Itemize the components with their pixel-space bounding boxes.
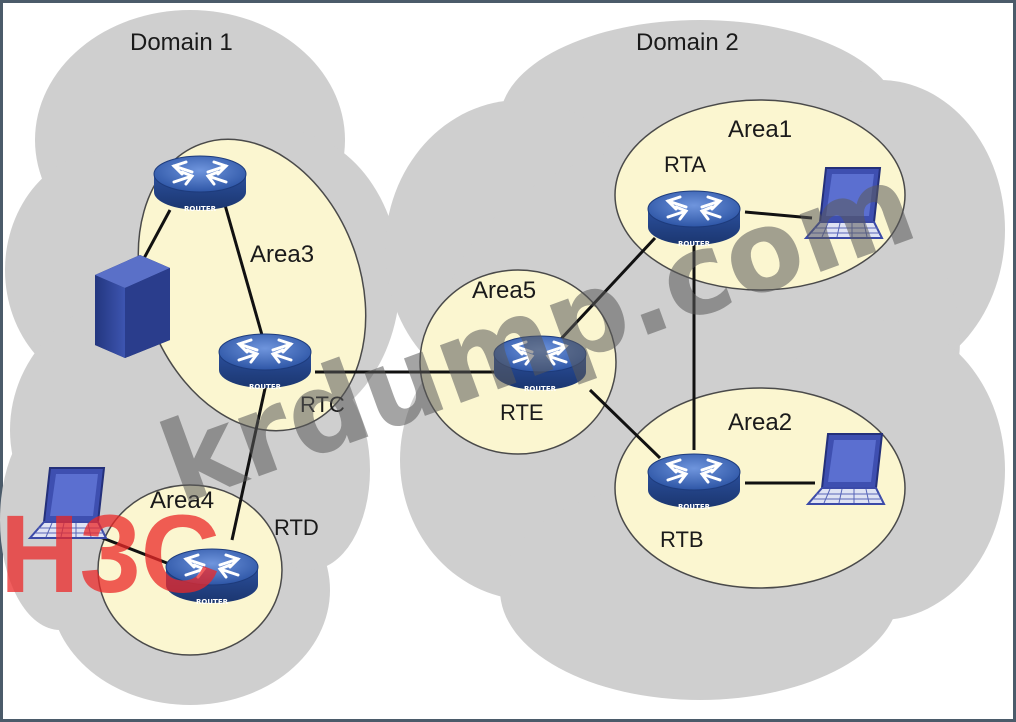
brand-watermark: H3C: [0, 493, 220, 616]
router-icon-rtb[interactable]: ROUTER: [646, 452, 742, 511]
svg-text:ROUTER: ROUTER: [249, 383, 282, 391]
link-router-rtc: [223, 204, 264, 336]
area4-label: Area4: [150, 487, 214, 514]
area3-label: Area3: [250, 241, 314, 268]
rta-label: RTA: [664, 152, 706, 177]
rte-label: RTE: [500, 400, 544, 425]
link-rte-rta: [558, 236, 657, 342]
rtd-label: RTD: [274, 515, 319, 540]
router-icon-rta[interactable]: ROUTER: [646, 189, 742, 248]
domain1-label: Domain 1: [130, 29, 233, 56]
link-rtd-laptop: [94, 533, 173, 567]
server-icon: [95, 255, 170, 358]
link-rta-laptop: [744, 210, 813, 220]
router-icon-rtd[interactable]: ROUTER: [164, 547, 260, 606]
links: [94, 204, 815, 567]
router-icon-rte[interactable]: ROUTER: [492, 334, 588, 393]
svg-text:ROUTER: ROUTER: [196, 598, 229, 606]
domain2-label: Domain 2: [636, 29, 739, 56]
area1-label: Area1: [728, 116, 792, 143]
svg-text:ROUTER: ROUTER: [184, 205, 217, 213]
svg-text:ROUTER: ROUTER: [678, 240, 711, 248]
link-rtc-rtd: [230, 383, 268, 541]
area2-label: Area2: [728, 409, 792, 436]
rtc-label: RTC: [300, 392, 345, 417]
area5-label: Area5: [472, 277, 536, 304]
rtb-label: RTB: [660, 527, 704, 552]
svg-text:ROUTER: ROUTER: [524, 385, 557, 393]
router-icon-rtc[interactable]: ROUTER: [217, 332, 313, 391]
link-rte-rtb: [588, 388, 662, 460]
svg-text:ROUTER: ROUTER: [678, 503, 711, 511]
router-icon-area3[interactable]: ROUTER: [152, 154, 248, 213]
